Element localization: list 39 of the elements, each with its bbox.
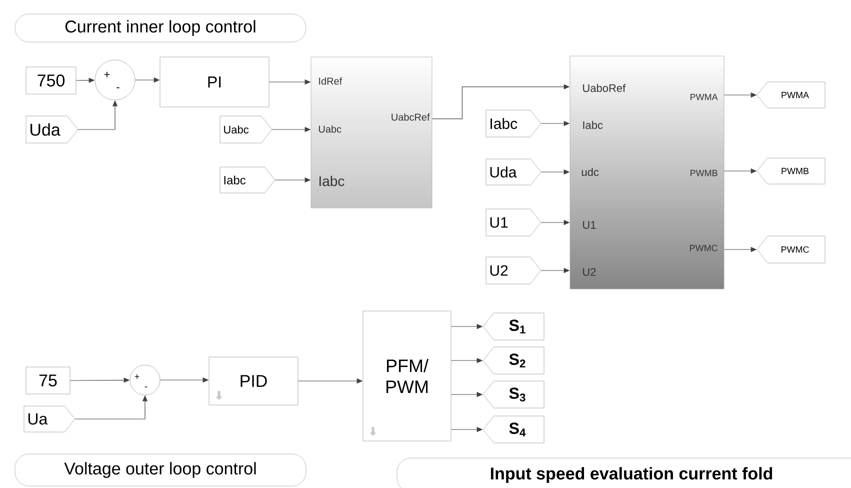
input-tag: U2: [486, 256, 542, 284]
output-tag: PWMA: [756, 82, 826, 108]
output-tag: PWMB: [756, 158, 826, 184]
port-label: udc: [582, 168, 599, 176]
subsystem-block: [570, 56, 724, 290]
block: 75: [26, 366, 70, 394]
port-label: Iabc: [320, 176, 344, 186]
input-tag: Uda: [486, 158, 542, 186]
port-label: PWMA: [690, 94, 718, 100]
output-tag: S$_{2}$: [482, 346, 544, 374]
input-tag: U1: [486, 208, 542, 236]
port-label: IdRef: [319, 77, 342, 85]
input-tag: Ua: [24, 406, 76, 432]
port-label: U1: [583, 221, 596, 229]
port-label: UaboRef: [583, 84, 626, 92]
output-tag: S$_{4}$: [482, 416, 544, 444]
port-label: U2: [583, 268, 596, 276]
port-label: Iabc: [583, 120, 603, 130]
sum-junction: + -: [94, 60, 136, 100]
output-tag: PWMC: [756, 236, 826, 264]
input-tag: Uabc: [220, 116, 272, 144]
subsystem-block: [310, 56, 432, 208]
output-tag: S$_{3}$: [482, 380, 544, 408]
input-tag: Iabc: [220, 166, 276, 194]
block: 750: [26, 66, 76, 94]
section-title: Current inner loop control: [14, 14, 306, 42]
input-tag: Iabc: [486, 110, 542, 138]
port-label: Uabc: [318, 125, 342, 133]
input-tag: Uda: [26, 116, 78, 144]
section-title: Input speed evaluation current fold: [396, 458, 851, 488]
section-title: Voltage outer loop control: [14, 454, 306, 486]
block: PID: [208, 356, 298, 406]
port-label: PWMC: [690, 244, 718, 252]
output-tag: S$_{1}$: [482, 312, 544, 340]
block: PI: [160, 56, 270, 108]
port-label: PWMB: [690, 170, 718, 176]
block: PFM/ PWM: [362, 310, 452, 442]
sum-junction: + -: [130, 364, 160, 396]
port-label: UabcRef: [392, 113, 430, 121]
